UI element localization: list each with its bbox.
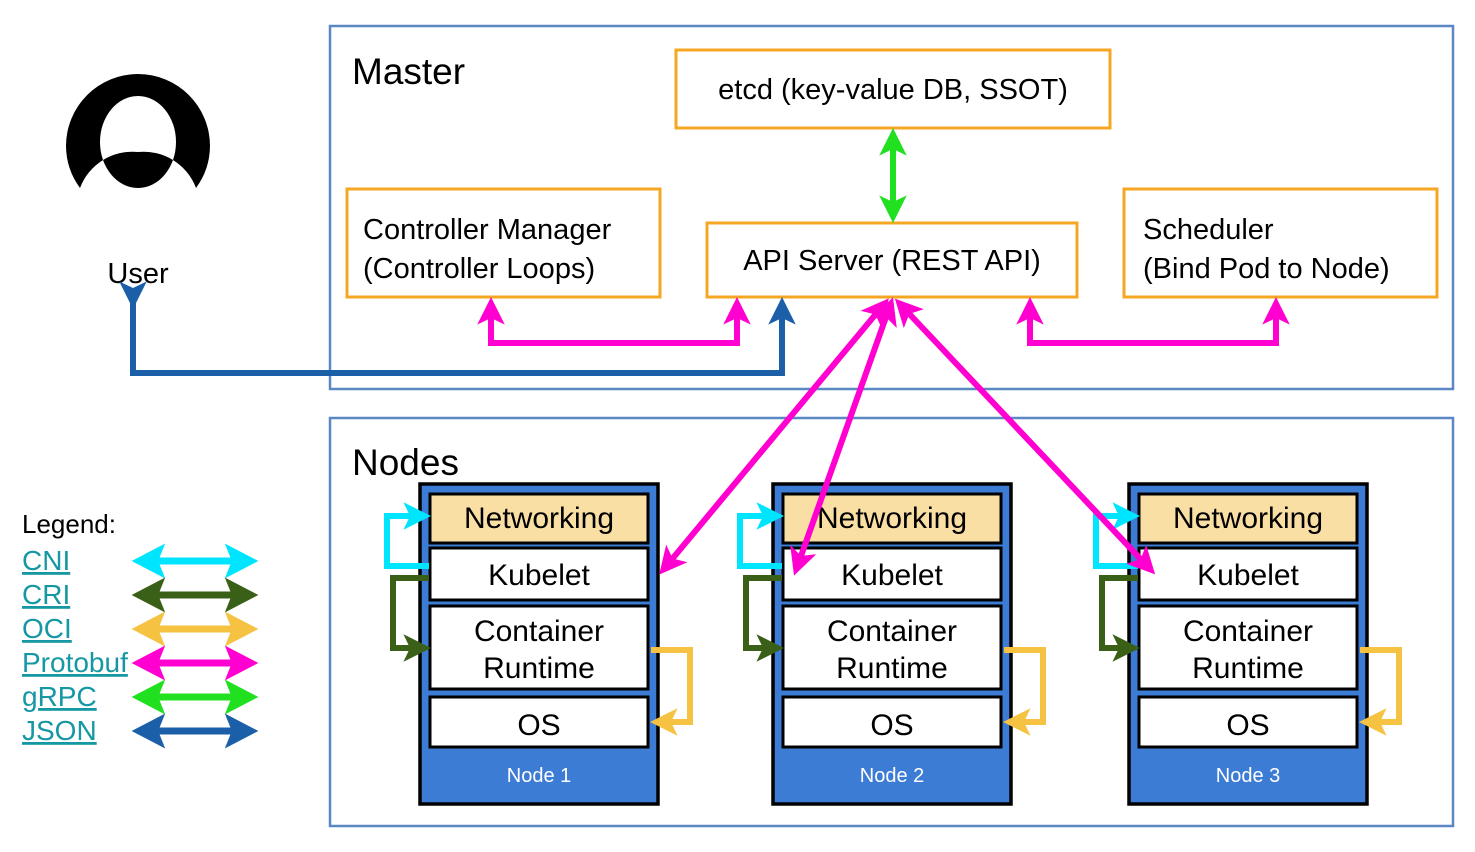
controller-manager-rect bbox=[345, 187, 662, 299]
node-3-runtime-label-line1: Container bbox=[1183, 615, 1313, 648]
scheduler-box[interactable]: Scheduler (Bind Pod to Node) bbox=[1122, 187, 1439, 299]
node-3-os-rect bbox=[1137, 695, 1359, 749]
user-avatar-icon bbox=[66, 74, 210, 188]
oci-arrow-node-1 bbox=[649, 647, 693, 736]
legend-item-grpc-label[interactable]: gRPC bbox=[22, 681, 97, 712]
node-2-os-label: OS bbox=[870, 709, 913, 742]
nodes-title: Nodes bbox=[352, 442, 459, 483]
api-server-label: API Server (REST API) bbox=[743, 245, 1041, 277]
node-3-networking-rect bbox=[1137, 492, 1359, 545]
node-1-os-label: OS bbox=[517, 709, 560, 742]
node-1-runtime-label-line2: Runtime bbox=[483, 652, 595, 685]
oci-arrow-node-3 bbox=[1358, 647, 1402, 736]
node-3-kubelet-rect bbox=[1137, 546, 1359, 602]
node-1-networking-label: Networking bbox=[464, 502, 614, 535]
node-3-runtime-label-line2: Runtime bbox=[1192, 652, 1304, 685]
legend-title: Legend: bbox=[22, 509, 116, 539]
etcd-label: etcd (key-value DB, SSOT) bbox=[718, 74, 1068, 106]
legend-item-oci-label[interactable]: OCI bbox=[22, 613, 72, 644]
node-2-os-rect bbox=[781, 695, 1003, 749]
node-1-kubelet-rect bbox=[428, 546, 650, 602]
user-actor: User bbox=[66, 74, 210, 290]
legend-item-cni-label[interactable]: CNI bbox=[22, 545, 70, 576]
legend: Legend: CNI CRI OCI Protobuf gRPC JSON bbox=[22, 509, 259, 749]
protobuf-arrow-apiserver-node-3 bbox=[894, 298, 1156, 575]
controller-manager-label-line2: (Controller Loops) bbox=[363, 253, 595, 285]
node-2-networking-label: Networking bbox=[817, 502, 967, 535]
protobuf-arrow-apiserver-node-2 bbox=[790, 297, 897, 576]
node-2-name-label: Node 2 bbox=[860, 765, 925, 787]
oci-arrow-node-2 bbox=[1002, 647, 1046, 736]
node-3-name-label: Node 3 bbox=[1216, 765, 1281, 787]
scheduler-label-line1: Scheduler bbox=[1143, 214, 1274, 246]
legend-item-json-label[interactable]: JSON bbox=[22, 715, 97, 746]
json-arrow-user-apiserver bbox=[119, 281, 796, 376]
node-1-runtime-label-line1: Container bbox=[474, 615, 604, 648]
node-3-kubelet-label: Kubelet bbox=[1197, 559, 1299, 592]
node-2-runtime-label-line2: Runtime bbox=[836, 652, 948, 685]
node-3[interactable]: Networking Kubelet Container Runtime OS … bbox=[1127, 482, 1369, 806]
controller-manager-box[interactable]: Controller Manager (Controller Loops) bbox=[345, 187, 662, 299]
node-1-kubelet-label: Kubelet bbox=[488, 559, 590, 592]
user-label: User bbox=[107, 258, 169, 290]
node-3-os-label: OS bbox=[1226, 709, 1269, 742]
node-2-runtime-rect bbox=[781, 604, 1003, 691]
protobuf-arrow-apiserver-scheduler bbox=[1016, 296, 1290, 346]
node-1[interactable]: Networking Kubelet Container Runtime OS … bbox=[418, 482, 660, 806]
api-server-box[interactable]: API Server (REST API) bbox=[705, 221, 1079, 299]
legend-item-protobuf-label[interactable]: Protobuf bbox=[22, 647, 128, 678]
legend-item-cri-label[interactable]: CRI bbox=[22, 579, 70, 610]
etcd-box[interactable]: etcd (key-value DB, SSOT) bbox=[674, 48, 1112, 130]
cri-arrow-node-3 bbox=[1099, 575, 1141, 662]
node-1-os-rect bbox=[428, 695, 650, 749]
node-3-networking-label: Networking bbox=[1173, 502, 1323, 535]
etcd-box-rect bbox=[674, 48, 1112, 130]
node-1-name-label: Node 1 bbox=[507, 765, 572, 787]
controller-manager-label-line1: Controller Manager bbox=[363, 214, 612, 246]
node-2-kubelet-label: Kubelet bbox=[841, 559, 943, 592]
scheduler-label-line2: (Bind Pod to Node) bbox=[1143, 253, 1390, 285]
node-1-networking-rect bbox=[428, 492, 650, 545]
node-1-runtime-rect bbox=[428, 604, 650, 691]
cri-arrow-node-2 bbox=[743, 575, 785, 662]
master-title: Master bbox=[352, 51, 465, 92]
node-2-runtime-label-line1: Container bbox=[827, 615, 957, 648]
cni-arrow-node-1 bbox=[384, 502, 432, 569]
cri-arrow-node-1 bbox=[390, 575, 432, 662]
